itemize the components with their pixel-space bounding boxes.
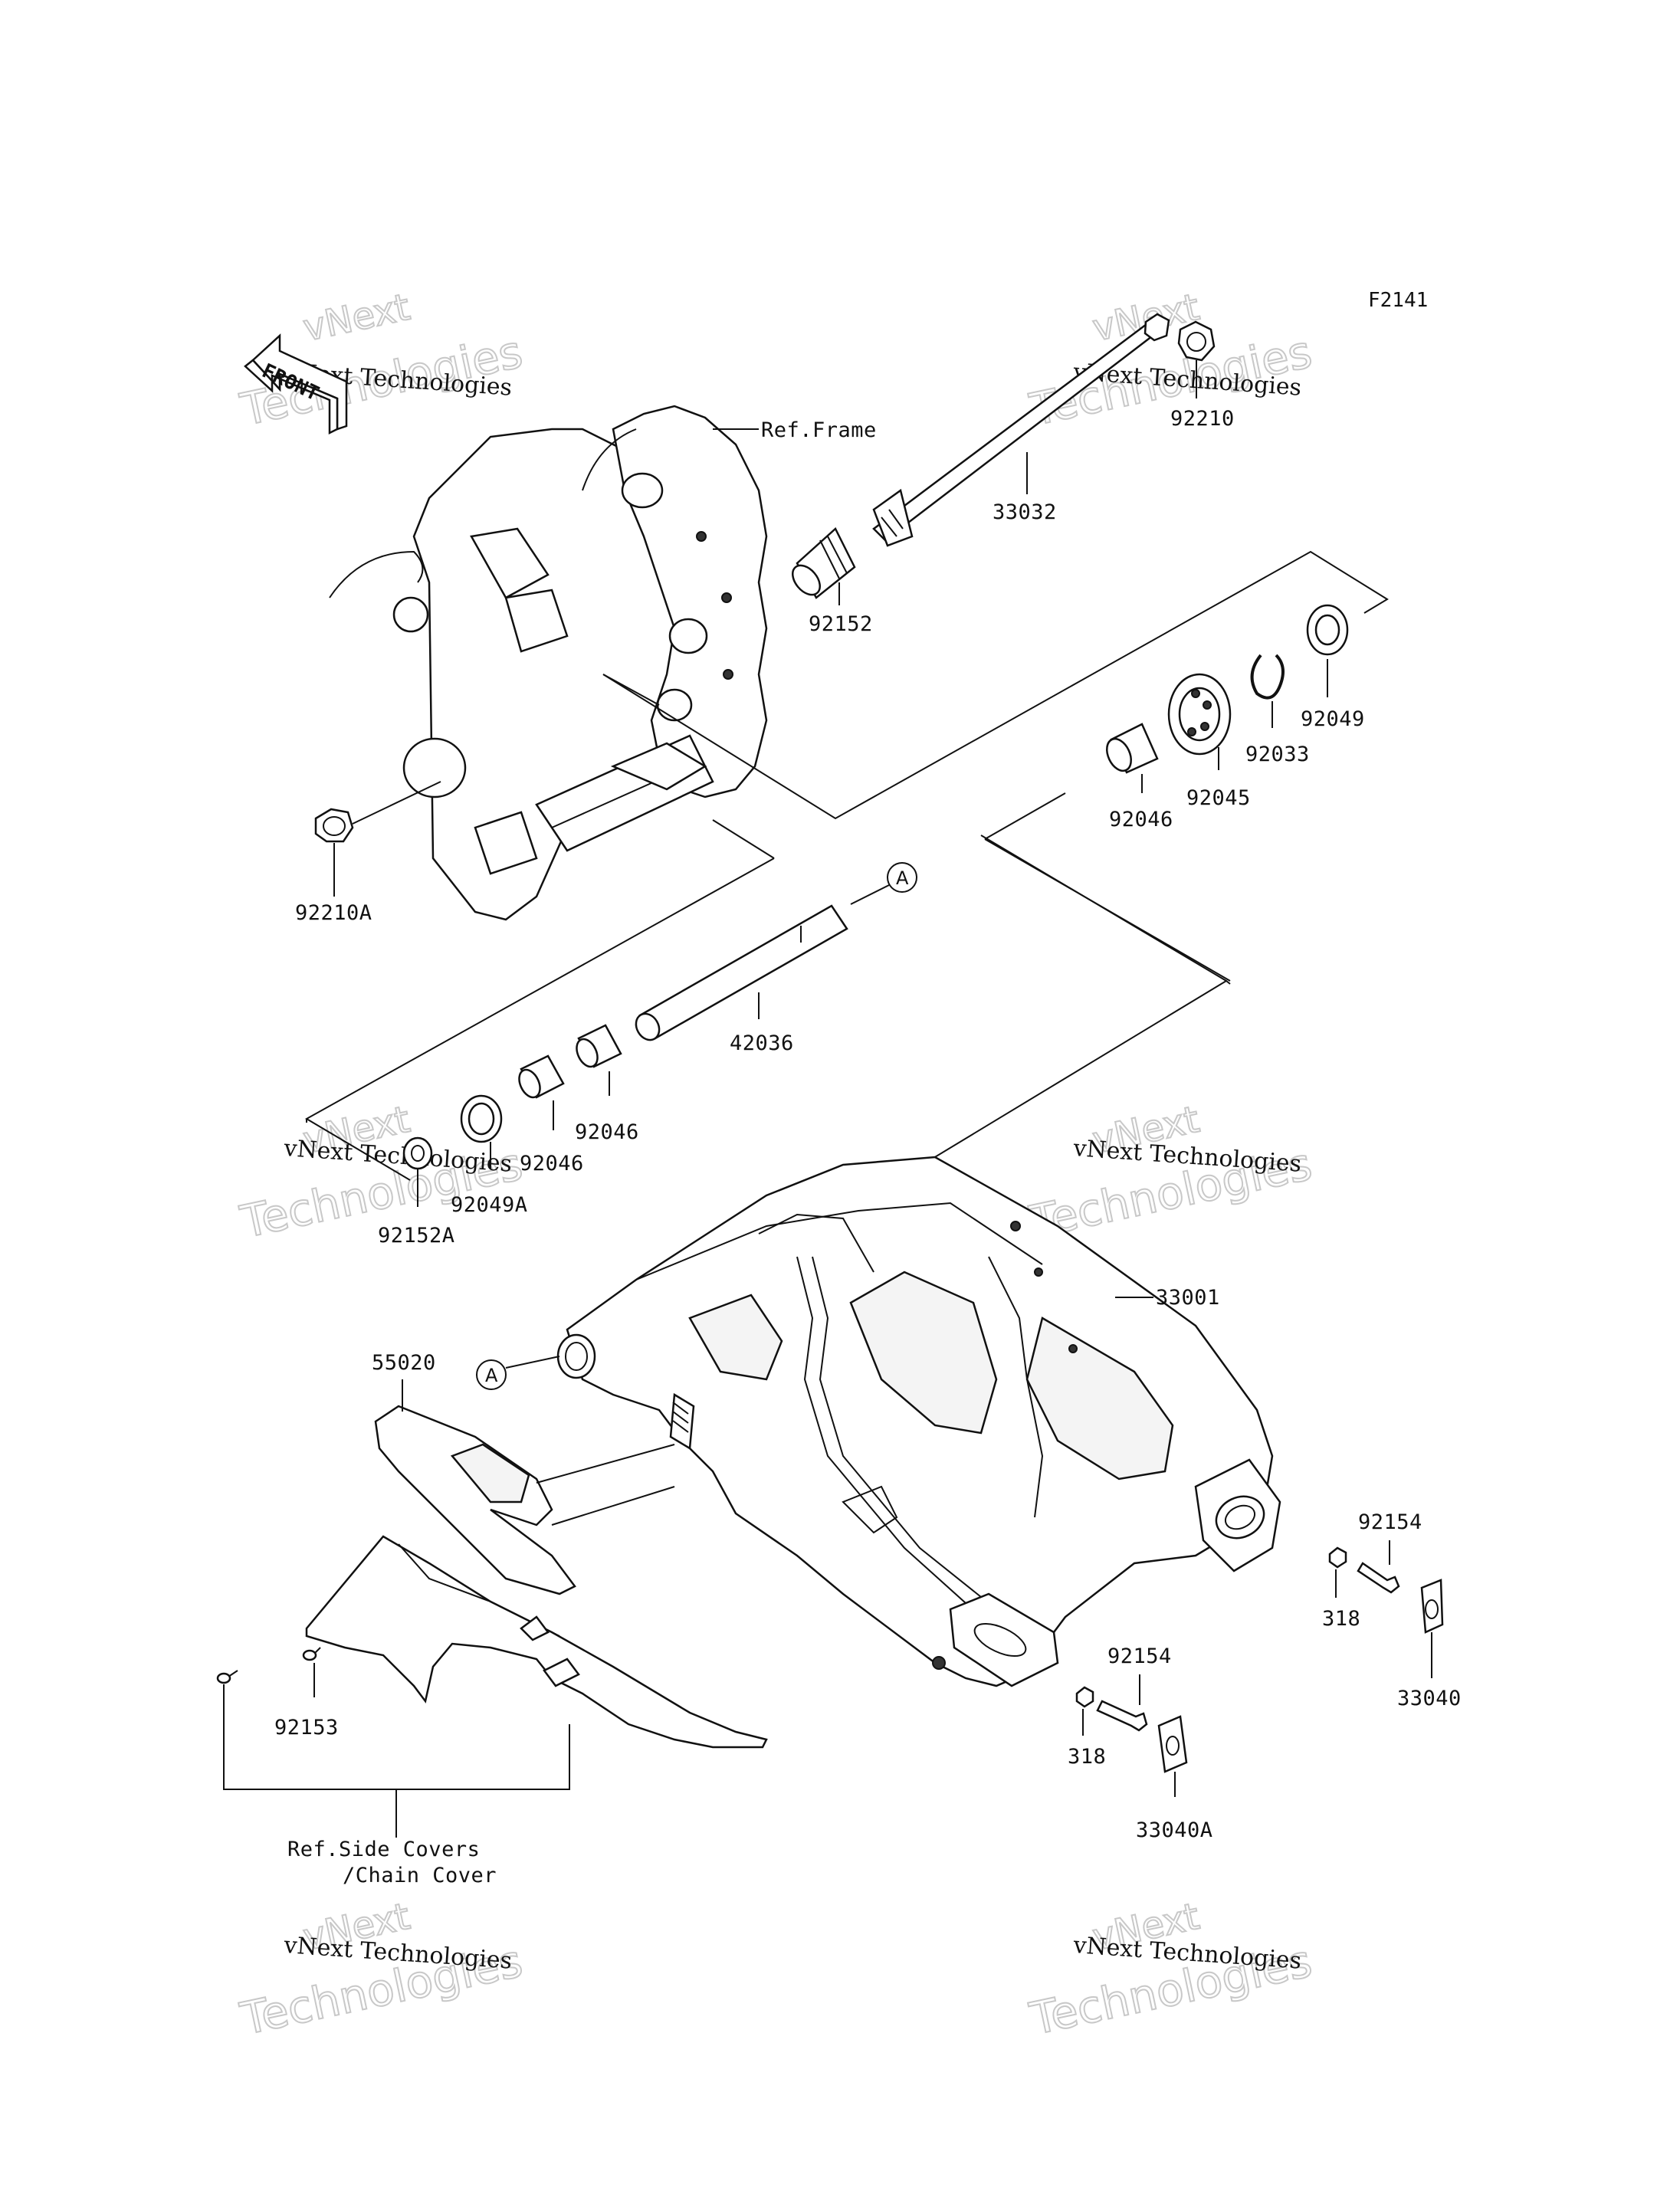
swingarm-33001-illustration: 33001	[556, 1156, 1281, 1687]
label-92153: 92153	[274, 1716, 339, 1740]
label-92152A: 92152A	[378, 1224, 455, 1248]
nut-92210-icon: 92210	[1144, 313, 1235, 431]
bolt-92154-center-icon	[1096, 1700, 1148, 1732]
label-33040A: 33040A	[1136, 1818, 1213, 1842]
label-318-center: 318	[1068, 1745, 1106, 1769]
label-33001: 33001	[1156, 1286, 1220, 1310]
label-ref-side-covers: Ref.Side Covers	[287, 1838, 480, 1861]
frame-illustration: Ref.Frame	[329, 405, 877, 921]
circlip-92033-icon: 92033	[1245, 654, 1310, 766]
chain-adjuster-33040-icon	[1420, 1579, 1444, 1634]
label-chain-cover: /Chain Cover	[343, 1864, 497, 1887]
nut-92210A-icon: 92210A	[295, 781, 441, 925]
label-92046-a: 92046	[575, 1120, 639, 1144]
adjuster-right-group: 318 92154 33040	[1322, 1510, 1462, 1710]
label-92210A: 92210A	[295, 901, 372, 925]
label-92049A: 92049A	[451, 1193, 528, 1217]
nut-318-right-icon	[1328, 1546, 1347, 1569]
label-92154-right: 92154	[1358, 1510, 1422, 1534]
svg-text:A: A	[485, 1365, 498, 1386]
nut-318-center-icon	[1075, 1686, 1094, 1708]
svg-text:A: A	[896, 867, 909, 889]
screw-92153-a-icon	[216, 1670, 238, 1684]
callout-a-lower: A	[476, 1356, 560, 1390]
adjuster-center-group: 318 92154 33040A	[1068, 1644, 1213, 1842]
chain-guide-55020-icon: 55020	[372, 1351, 675, 1595]
needle-bearing-92046-a-icon: 92046	[575, 1024, 639, 1144]
label-92210: 92210	[1170, 407, 1235, 431]
watermark-bottom-left: vNext Technologies vNext Technologies	[235, 1894, 528, 2046]
chain-adjuster-33040A-icon	[1157, 1715, 1188, 1773]
watermark-bottom-right: vNext Technologies vNext Technologies	[1025, 1894, 1317, 2046]
label-33040: 33040	[1397, 1687, 1462, 1710]
bearing-92045-icon: 92045	[1167, 673, 1251, 810]
seal-92049A-icon: 92049A	[451, 1094, 528, 1217]
needle-bearing-92046-top-icon: 92046	[1106, 723, 1173, 831]
label-ref-frame: Ref.Frame	[761, 418, 877, 442]
label-33032: 33032	[993, 500, 1057, 524]
label-92049: 92049	[1301, 707, 1365, 731]
collar-92152-icon: 92152	[792, 526, 873, 636]
bolt-92154-right-icon	[1357, 1562, 1400, 1594]
seal-92049-icon: 92049	[1301, 604, 1365, 731]
svg-text:vNext: vNext	[300, 286, 414, 350]
front-arrow-icon: FRONT	[244, 333, 348, 435]
label-92152: 92152	[809, 612, 873, 636]
spacer-42036-icon: 42036	[635, 904, 848, 1055]
diagram-code: F2141	[1368, 289, 1428, 312]
screw-92153-b-icon	[302, 1647, 321, 1661]
label-92046-top: 92046	[1109, 808, 1173, 831]
label-92033: 92033	[1245, 743, 1310, 766]
label-318-right: 318	[1322, 1607, 1360, 1631]
collar-92152A-icon: 92152A	[378, 1136, 455, 1248]
label-92046-b: 92046	[520, 1152, 584, 1176]
label-42036: 42036	[730, 1031, 794, 1055]
chain-cover-illustration: 92153 Ref.Side Covers /Chain Cover	[216, 1535, 768, 1887]
watermark-mid-right: vNext Technologies vNext Technologies	[1025, 1097, 1317, 1249]
needle-bearing-92046-b-icon: 92046	[518, 1054, 584, 1176]
leader-to-swingarm	[915, 980, 1227, 1169]
label-92045: 92045	[1186, 786, 1251, 810]
label-55020: 55020	[372, 1351, 436, 1375]
exploded-outline-lower	[304, 819, 775, 1181]
callout-a-upper: A	[850, 862, 917, 905]
pivot-shaft-33032-icon: 33032	[872, 320, 1160, 547]
label-92154-center: 92154	[1107, 1644, 1172, 1668]
